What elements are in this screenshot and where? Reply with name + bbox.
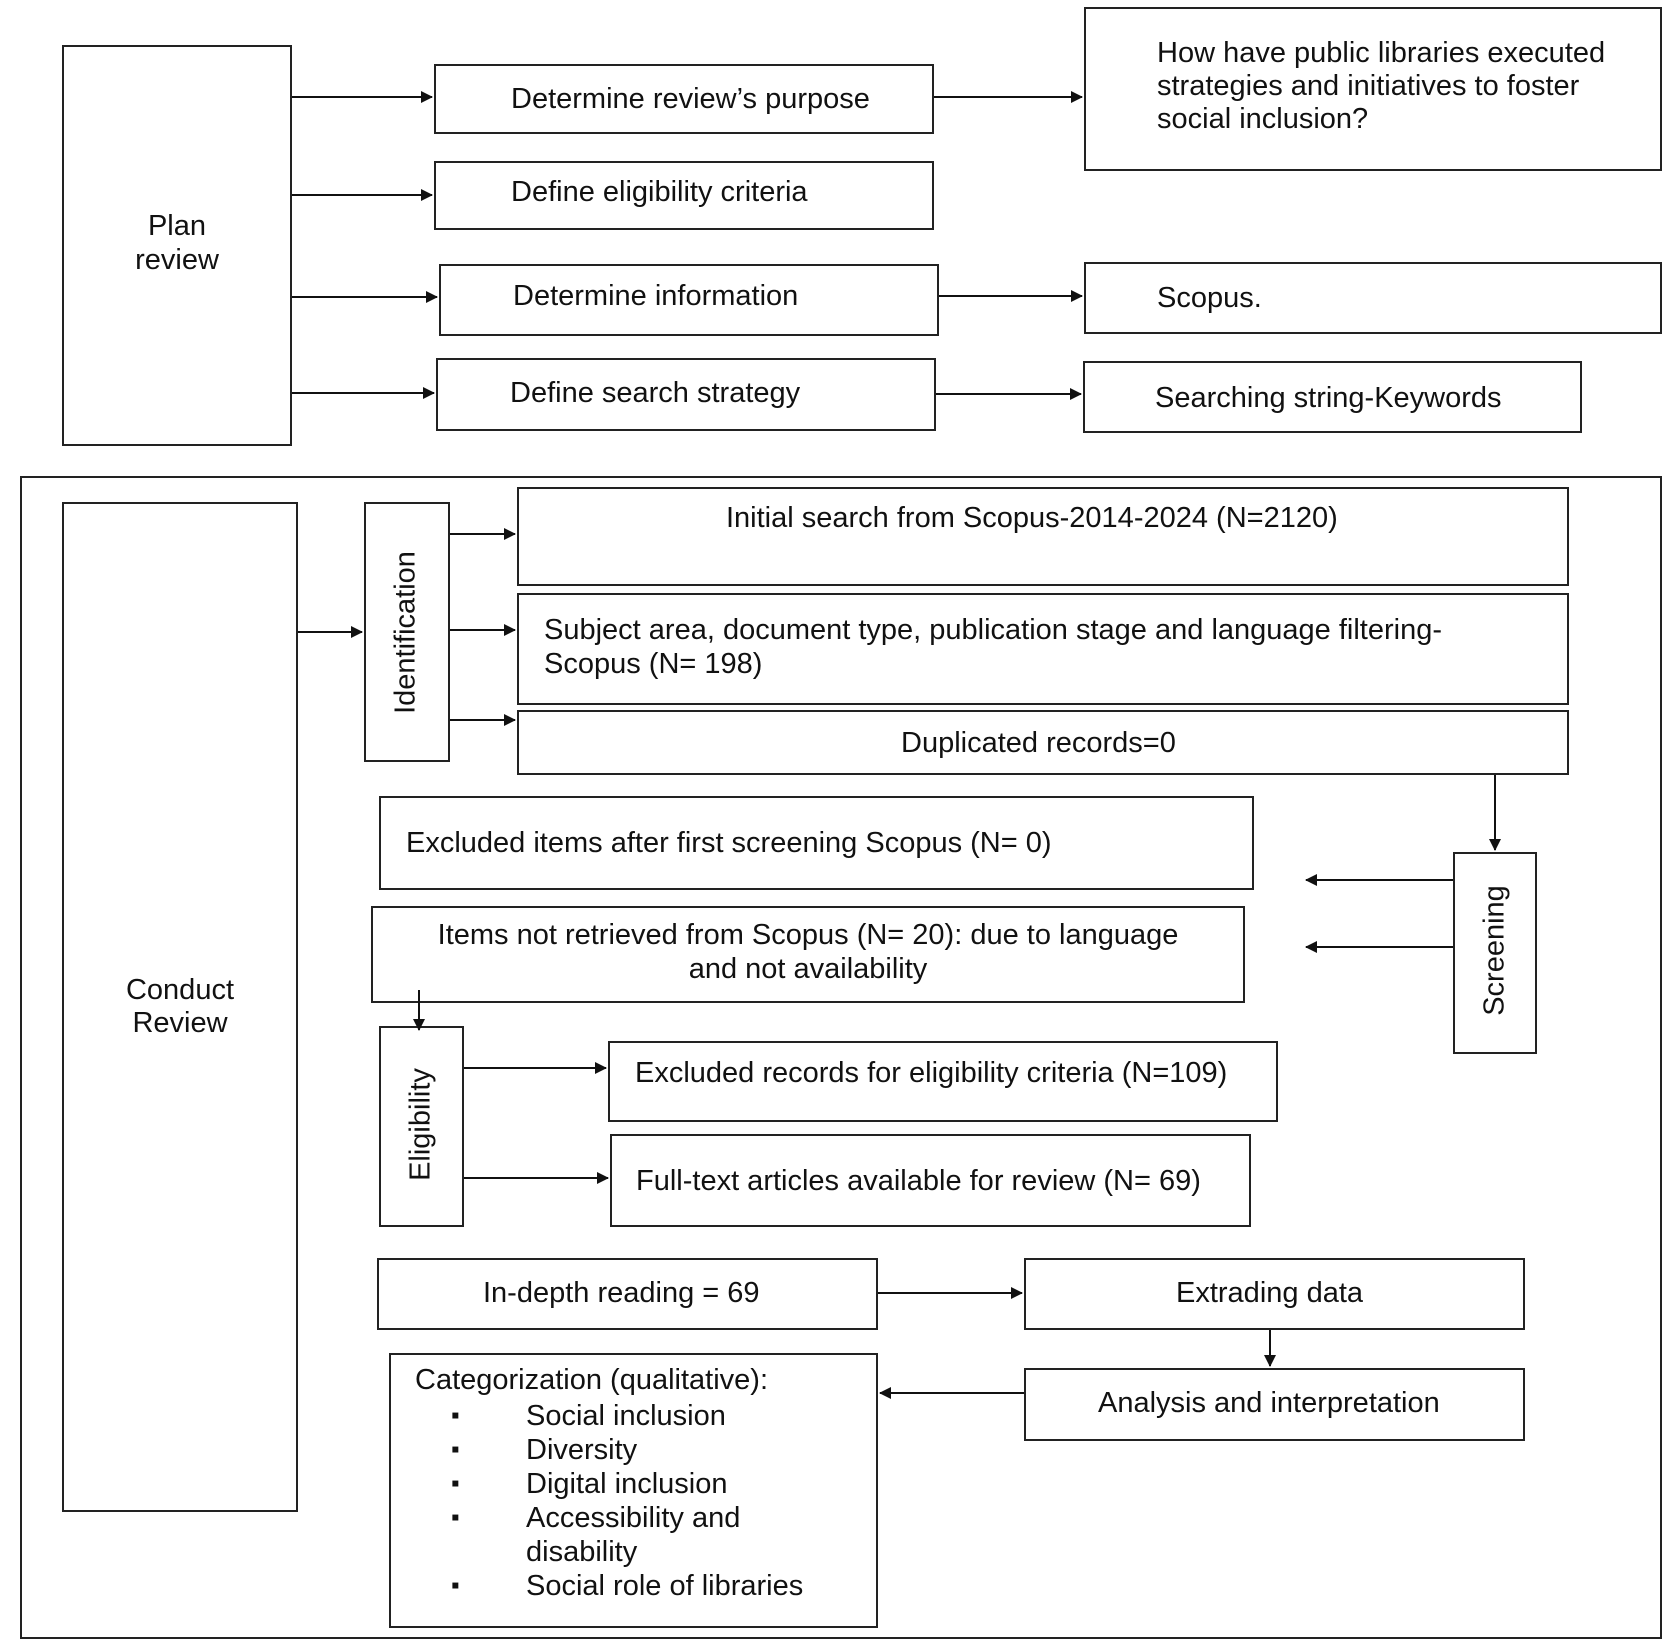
not-retrieved-box: Items not retrieved from Scopus (N= 20):… [371,906,1245,1003]
analysis-text: Analysis and interpretation [1098,1387,1440,1419]
research-question-box: How have public libraries executed strat… [1084,7,1662,171]
excluded-records-box: Excluded records for eligibility criteri… [608,1041,1278,1122]
eligibility-stage-label: Eligibility [404,1068,437,1181]
plan-review-label: Plan review [135,210,219,276]
step-eligibility-box: Define eligibility criteria [434,161,934,230]
step-search-box: Define search strategy [436,358,936,431]
categorization-list: Social inclusion Diversity Digital inclu… [451,1399,811,1603]
not-retrieved-text: Items not retrieved from Scopus (N= 20):… [437,919,1179,985]
excluded-first-text: Excluded items after first screening Sco… [406,827,1052,859]
category-item: Social role of libraries [451,1569,811,1603]
duplicates-text: Duplicated records=0 [901,727,1176,759]
initial-search-text: Initial search from Scopus-2014-2024 (N=… [726,502,1338,534]
categorization-box: Categorization (qualitative): Social inc… [389,1353,878,1628]
initial-search-box: Initial search from Scopus-2014-2024 (N=… [517,487,1569,586]
conduct-review-label: Conduct Review [125,974,234,1039]
filtering-box: Subject area, document type, publication… [517,593,1569,705]
categorization-title: Categorization (qualitative): [415,1364,769,1396]
category-item: Diversity [451,1433,811,1467]
step-information-box: Determine information [439,264,939,336]
screening-stage-box: Screening [1453,852,1537,1054]
full-text-text: Full-text articles available for review … [636,1165,1201,1197]
extracting-text: Extrading data [1176,1277,1364,1309]
identification-stage-box: Identification [364,502,450,762]
full-text-box: Full-text articles available for review … [610,1134,1251,1227]
step-purpose-box: Determine review’s purpose [434,64,934,134]
in-depth-reading-box: In-depth reading = 69 [377,1258,878,1330]
step-information-label: Determine information [513,280,799,312]
analysis-box: Analysis and interpretation [1024,1368,1525,1441]
eligibility-stage-box: Eligibility [379,1026,464,1227]
conduct-review-box: Conduct Review [62,502,298,1512]
plan-review-box: Plan review [62,45,292,446]
filtering-text: Subject area, document type, publication… [544,614,1442,680]
excluded-first-box: Excluded items after first screening Sco… [379,796,1254,890]
extracting-box: Extrading data [1024,1258,1525,1330]
screening-stage-label: Screening [1478,885,1511,1016]
search-string-box: Searching string-Keywords [1083,361,1582,433]
category-item: Accessibility and disability [451,1501,811,1569]
identification-stage-label: Identification [389,551,422,714]
excluded-records-text: Excluded records for eligibility criteri… [635,1057,1228,1089]
in-depth-reading-text: In-depth reading = 69 [483,1277,760,1309]
duplicates-box: Duplicated records=0 [517,710,1569,775]
research-question-text: How have public libraries executed strat… [1157,37,1606,135]
category-item: Digital inclusion [451,1467,811,1501]
step-eligibility-label: Define eligibility criteria [511,176,808,208]
search-string-text: Searching string-Keywords [1155,382,1502,414]
category-item: Social inclusion [451,1399,811,1433]
step-purpose-label: Determine review’s purpose [511,83,870,115]
step-search-label: Define search strategy [510,377,801,409]
source-text: Scopus. [1157,282,1262,314]
source-box: Scopus. [1084,262,1662,334]
